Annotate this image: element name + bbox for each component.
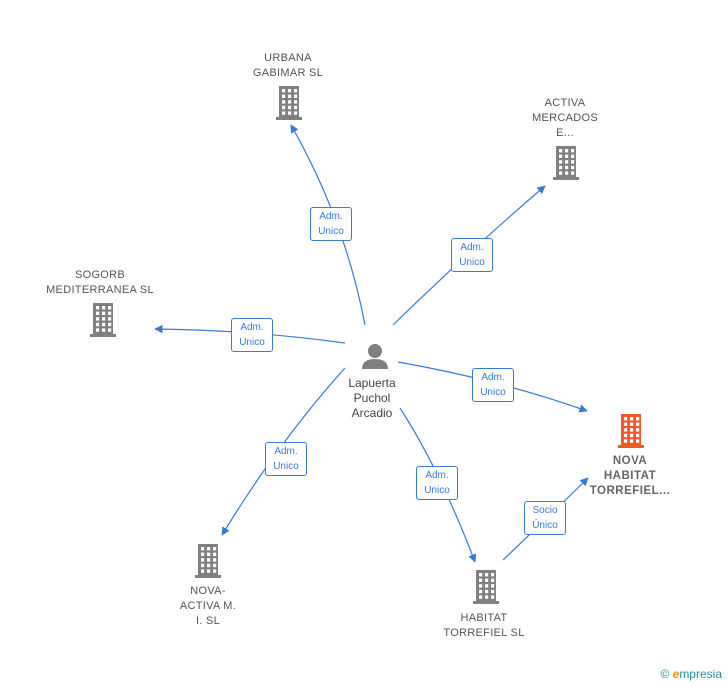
- company-label-line: I. SL: [195, 615, 221, 627]
- company-label-line: TORREFIEL...: [589, 485, 671, 497]
- edge-role-line: Único: [532, 520, 558, 531]
- company-label-line: NOVA-: [190, 585, 226, 597]
- company-label-line: GABIMAR SL: [252, 67, 324, 79]
- company-label-activa[interactable]: ACTIVA MERCADOS E...: [505, 96, 625, 141]
- edge-role-line: Socio: [532, 505, 558, 516]
- person-name-line: Lapuerta: [348, 376, 396, 390]
- edge-role-badge[interactable]: Adm. Unico: [451, 238, 493, 272]
- person-name-line: Arcadio: [351, 406, 393, 420]
- building-icon[interactable]: [195, 544, 221, 578]
- company-label-line: MEDITERRANEA SL: [46, 284, 154, 296]
- company-label-urbana[interactable]: URBANA GABIMAR SL: [228, 51, 348, 81]
- building-icon[interactable]: [473, 570, 499, 604]
- copyright-icon: ©: [660, 667, 670, 681]
- edge-role-badge[interactable]: Adm. Unico: [416, 466, 458, 500]
- edge-role-line: Adm.: [460, 242, 484, 253]
- edge-role-line: Unico: [273, 461, 299, 472]
- edge-role-line: Unico: [318, 226, 344, 237]
- brand-footer: © empresia: [660, 667, 722, 681]
- company-label-sogorb[interactable]: SOGORB MEDITERRANEA SL: [40, 268, 160, 298]
- edge-role-badge[interactable]: Adm. Unico: [231, 318, 273, 352]
- company-label-line: E...: [556, 127, 574, 139]
- edge-role-badge[interactable]: Adm. Unico: [472, 368, 514, 402]
- company-label-line: SOGORB: [74, 269, 126, 281]
- company-label-nova_activa[interactable]: NOVA- ACTIVA M. I. SL: [148, 584, 268, 629]
- company-label-line: HABITAT: [460, 612, 508, 624]
- edge-role-badge[interactable]: Adm. Unico: [265, 442, 307, 476]
- company-label-habitat[interactable]: HABITAT TORREFIEL SL: [424, 611, 544, 641]
- edge-role-line: Adm.: [319, 211, 343, 222]
- company-label-line: NOVA: [612, 455, 648, 467]
- building-icon[interactable]: [90, 303, 116, 337]
- company-label-line: ACTIVA M.: [179, 600, 237, 612]
- edge-role-line: Adm.: [274, 446, 298, 457]
- edge-role-line: Unico: [239, 337, 265, 348]
- edge-role-line: Adm.: [240, 322, 264, 333]
- company-label-nova_habitat[interactable]: NOVA HABITAT TORREFIEL...: [570, 454, 690, 499]
- edge-role-badge[interactable]: Adm. Unico: [310, 207, 352, 241]
- edge-role-line: Unico: [480, 387, 506, 398]
- company-label-line: TORREFIEL SL: [443, 627, 525, 639]
- edge-role-line: Adm.: [481, 372, 505, 383]
- person-name-line: Puchol: [353, 391, 391, 405]
- company-label-line: URBANA: [264, 52, 312, 64]
- edge-role-line: Unico: [459, 257, 485, 268]
- company-label-line: ACTIVA: [544, 97, 586, 109]
- brand-name: mpresia: [679, 667, 722, 681]
- edge-role-line: Adm.: [425, 470, 449, 481]
- building-icon[interactable]: [618, 414, 644, 448]
- edge-role-line: Unico: [424, 485, 450, 496]
- building-icon[interactable]: [553, 146, 579, 180]
- building-icon[interactable]: [276, 86, 302, 120]
- person-icon[interactable]: [362, 344, 388, 369]
- company-label-line: HABITAT: [603, 470, 657, 482]
- company-label-line: MERCADOS: [532, 112, 598, 124]
- brand-logo-e: e: [672, 667, 680, 681]
